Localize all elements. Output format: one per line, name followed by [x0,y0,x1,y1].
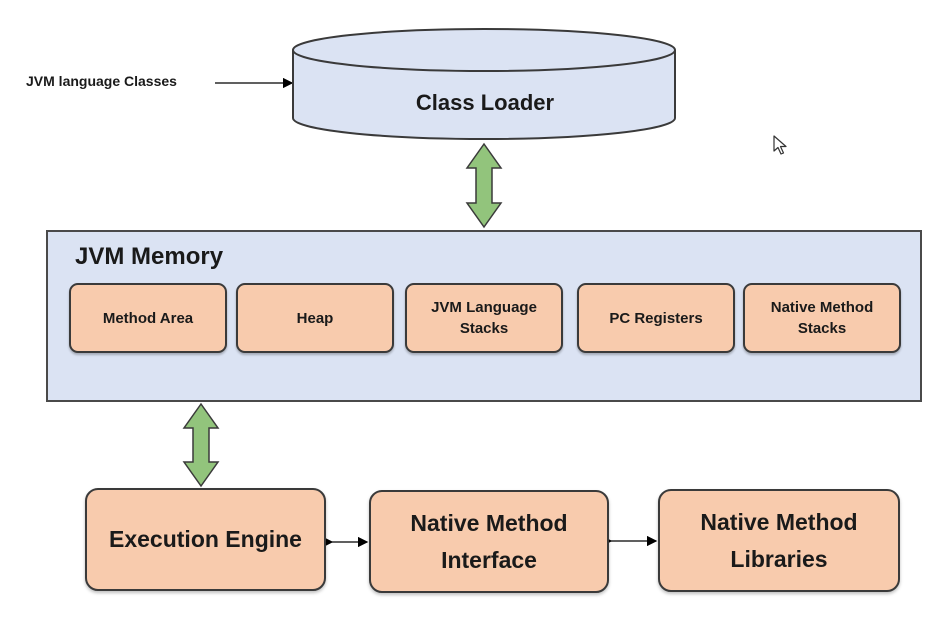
class-loader-cylinder [292,28,676,140]
class-loader-label: Class Loader [415,90,555,115]
mouse-cursor-icon [773,135,787,155]
heap-box: Heap [236,283,394,353]
native-method-interface-box: Native Method Interface [369,490,609,593]
execution-engine-box: Execution Engine [85,488,326,591]
native-method-libraries-box: Native Method Libraries [658,489,900,592]
jvm-memory-title: JVM Memory [75,243,224,270]
input-label: JVM language Classes [26,73,177,89]
method-area-box: Method Area [69,283,227,353]
double-arrow-classloader-memory [465,142,503,229]
jvm-language-stacks-box: JVM Language Stacks [405,283,563,353]
pc-registers-box: PC Registers [577,283,735,353]
double-arrow-memory-engine [182,402,220,488]
native-method-stacks-box: Native Method Stacks [743,283,901,353]
